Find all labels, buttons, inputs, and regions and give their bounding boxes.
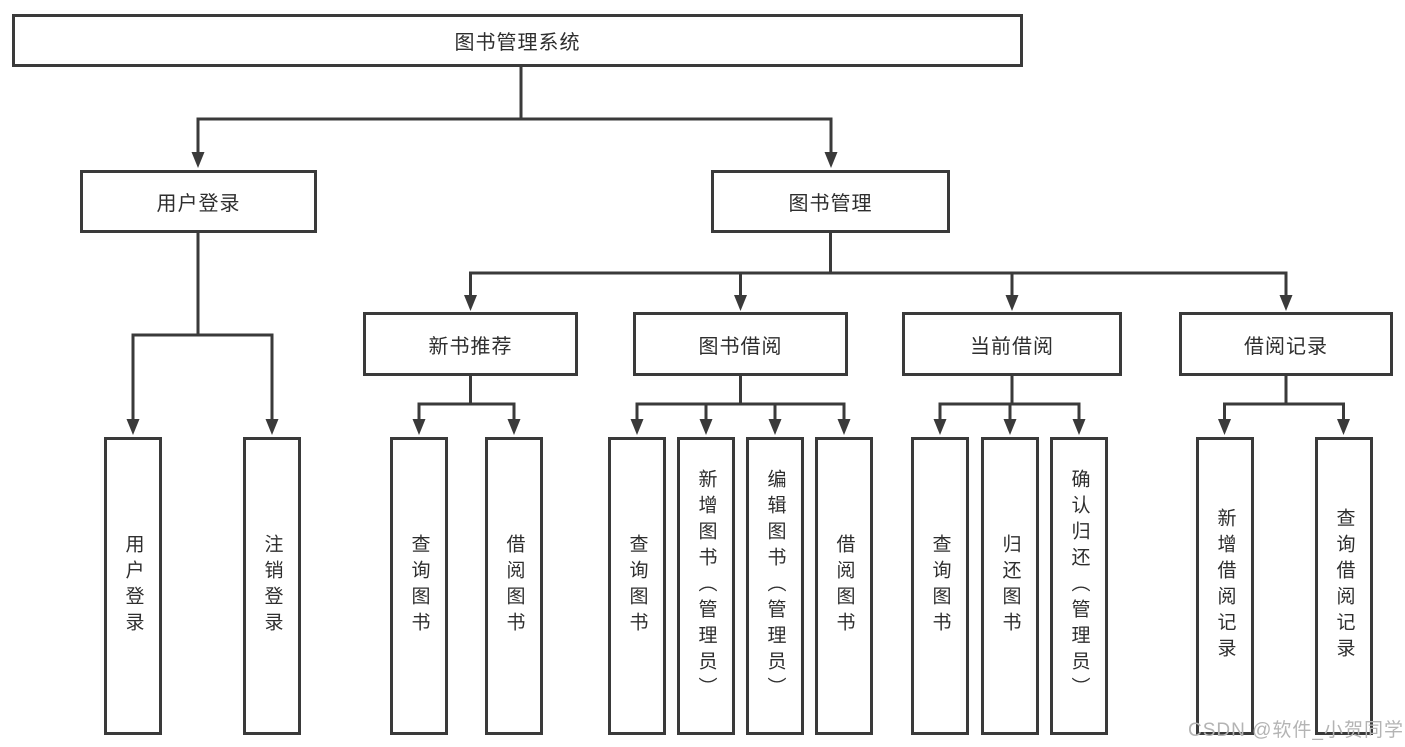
leaf-borrow-book-recommend: 借阅图书 [485,437,543,735]
leaf-confirm-return-admin: 确认归还（管理员） [1050,437,1108,735]
node-current-borrow: 当前借阅 [902,312,1122,376]
leaf-user-login: 用户登录 [104,437,162,735]
leaf-query-book-borrow: 查询图书 [608,437,666,735]
connector-user-login-to-children [126,233,279,435]
connector-current-borrow-to-children [933,376,1086,435]
connector-borrow-record-to-children [1218,376,1350,435]
leaf-logout: 注销登录 [243,437,301,735]
node-book-borrow: 图书借阅 [633,312,848,376]
connector-book-borrow-to-children [630,376,851,435]
node-new-book-recommend: 新书推荐 [363,312,578,376]
connector-book-management-to-level3 [464,233,1293,311]
connector-new-book-recommend-to-children [412,376,521,435]
node-library-management-system: 图书管理系统 [12,14,1023,67]
leaf-add-book-admin: 新增图书（管理员） [677,437,735,735]
leaf-add-borrow-record: 新增借阅记录 [1196,437,1254,735]
leaf-query-book-current: 查询图书 [911,437,969,735]
leaf-return-book: 归还图书 [981,437,1039,735]
leaf-borrow-book: 借阅图书 [815,437,873,735]
leaf-query-book-recommend: 查询图书 [390,437,448,735]
node-borrow-record: 借阅记录 [1179,312,1393,376]
leaf-edit-book-admin: 编辑图书（管理员） [746,437,804,735]
node-user-login: 用户登录 [80,170,317,233]
connector-root-to-level2 [191,66,838,168]
leaf-query-borrow-record: 查询借阅记录 [1315,437,1373,735]
node-book-management: 图书管理 [711,170,950,233]
csdn-watermark: CSDN @软件_小贺同学 [1188,720,1404,741]
